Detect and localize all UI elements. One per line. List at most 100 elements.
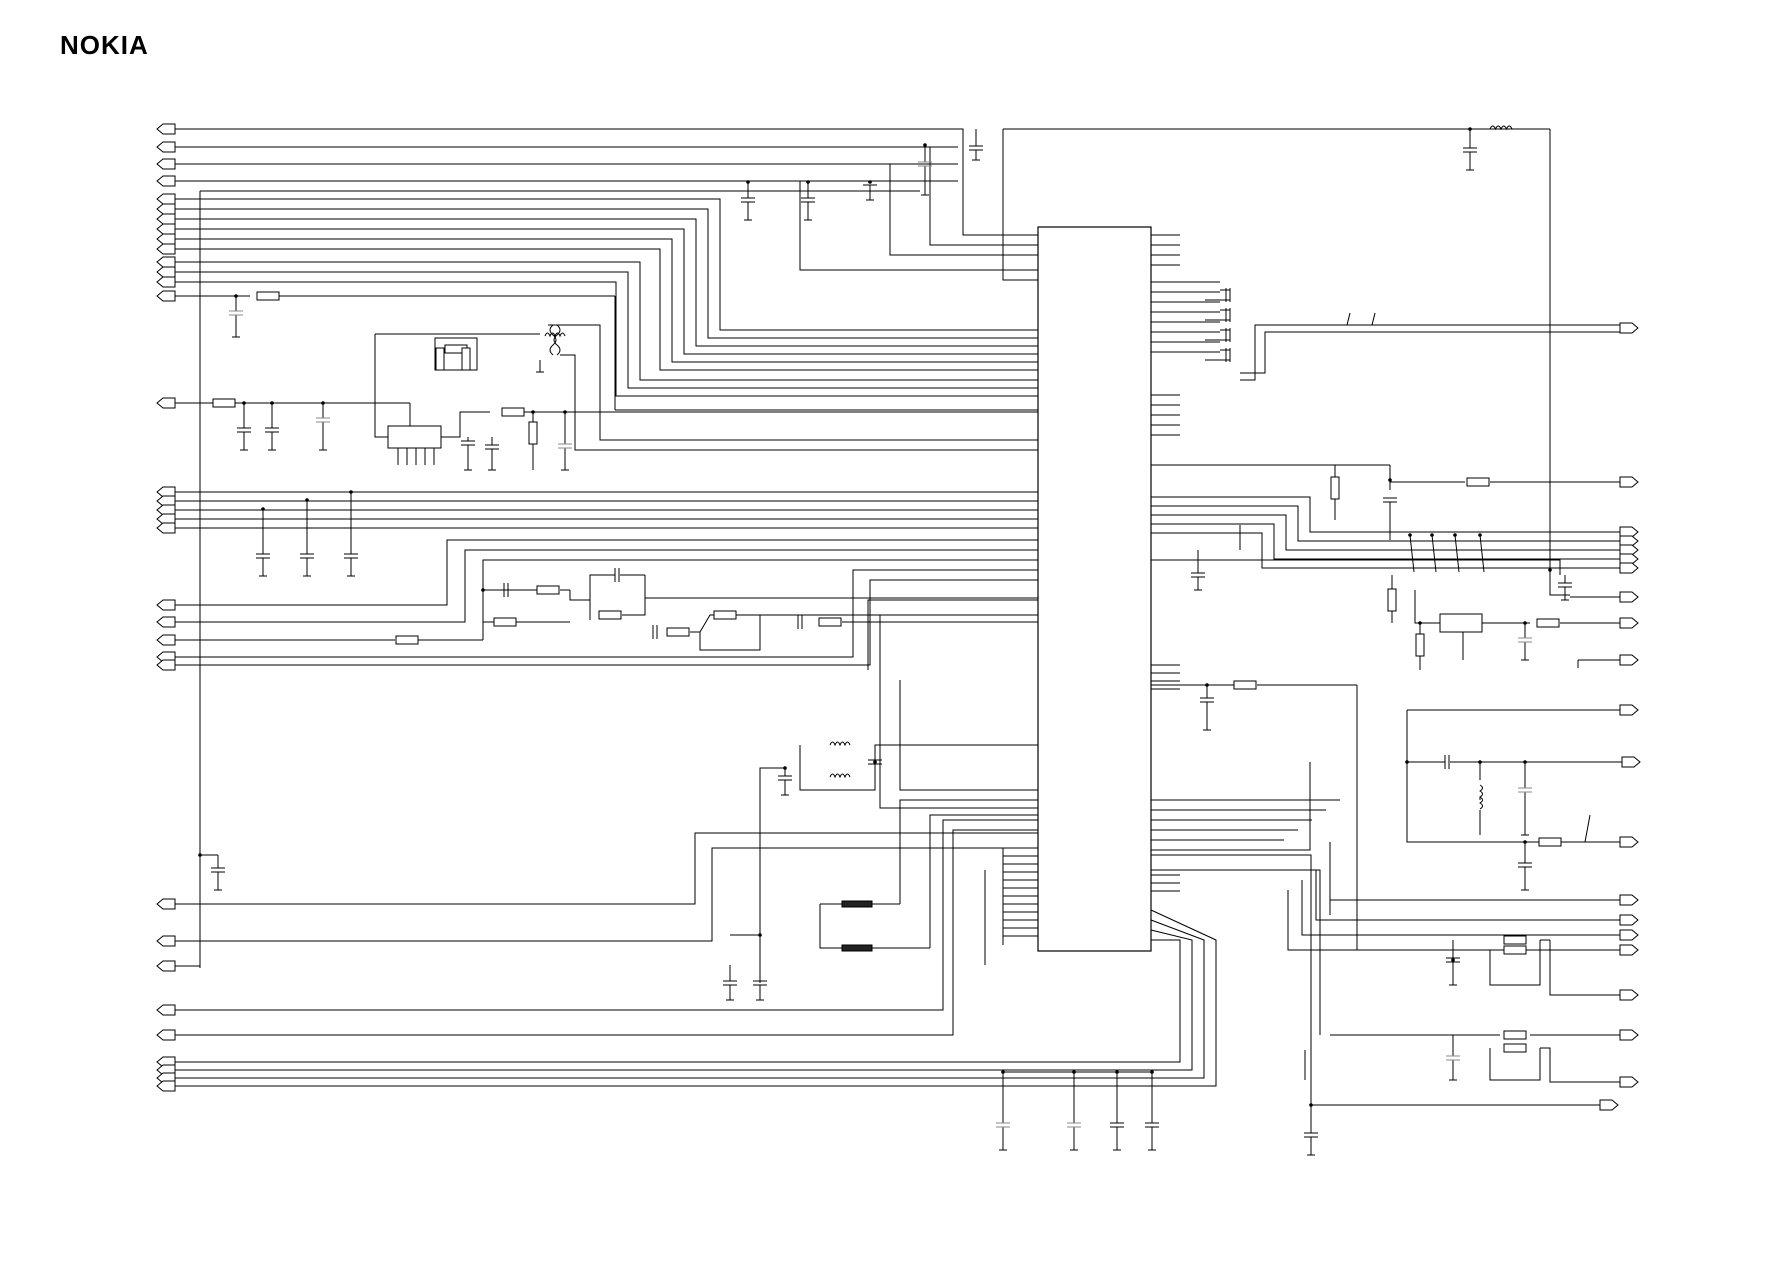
wire [1549, 129, 1570, 596]
resistor [212, 398, 236, 408]
resistor [1466, 477, 1490, 487]
wire [1240, 331, 1620, 374]
wire [175, 939, 1181, 1063]
port-connector [156, 123, 176, 135]
wire [175, 281, 1038, 397]
junction [1205, 683, 1209, 687]
wire [899, 680, 1038, 791]
resistor [1387, 588, 1397, 612]
wire [879, 615, 1038, 809]
resistor [1503, 1030, 1527, 1040]
nokia-logo: NOKIA [60, 30, 149, 60]
wire [1151, 559, 1561, 575]
port-connector [1619, 322, 1639, 334]
wire [622, 575, 646, 616]
port-connector [156, 616, 176, 628]
wires [175, 128, 1622, 1155]
junction [806, 180, 810, 184]
wire [175, 248, 1038, 371]
wire [175, 208, 1038, 339]
wire [175, 929, 1193, 1071]
main-ic [1037, 226, 1152, 952]
switch [1479, 534, 1485, 573]
junction [481, 588, 485, 592]
port-connector [156, 486, 176, 498]
wire [1151, 496, 1620, 533]
port-connector [156, 243, 176, 255]
junction [758, 933, 762, 937]
port-connector [156, 1080, 176, 1092]
wire [1151, 854, 1312, 1105]
port-connector [1619, 553, 1639, 565]
wire [175, 919, 1205, 1079]
wire [867, 599, 1038, 670]
wire [1489, 1048, 1541, 1081]
port-connectors [156, 123, 1641, 1111]
junction [531, 410, 535, 414]
junction [868, 180, 872, 184]
port-connector [156, 495, 176, 507]
junction [270, 401, 274, 405]
port-connector [156, 266, 176, 278]
junction [349, 490, 353, 494]
resistor [1233, 680, 1257, 690]
junction [321, 401, 325, 405]
port-connector [156, 504, 176, 516]
port-connector [1619, 1029, 1639, 1041]
port-connector [156, 256, 176, 268]
port-connector [1619, 836, 1639, 848]
wire [1301, 880, 1620, 936]
wire [1151, 505, 1620, 542]
wire [899, 799, 1038, 904]
junction [563, 410, 567, 414]
wire [819, 904, 842, 949]
port-connector [156, 634, 176, 646]
junction [1430, 533, 1434, 537]
junction [1405, 760, 1409, 764]
wire [175, 539, 1038, 606]
wire [175, 128, 1038, 236]
resistor [501, 407, 525, 417]
port-connector [156, 599, 176, 611]
wire [175, 180, 1038, 271]
port-connector [1619, 591, 1639, 603]
resistor [1536, 618, 1560, 628]
junction [242, 401, 246, 405]
inductor [829, 741, 851, 747]
junction [1523, 621, 1527, 625]
junction [1523, 760, 1527, 764]
svg-text:NOKIA: NOKIA [60, 30, 149, 60]
inductor [1479, 784, 1483, 810]
wire [1151, 762, 1311, 851]
port-connector [1619, 944, 1639, 956]
wire [1540, 1047, 1620, 1083]
port-connector [1619, 704, 1639, 716]
wire [799, 744, 1038, 791]
wire [482, 559, 1038, 640]
junction [1001, 1070, 1005, 1074]
inductor [841, 900, 873, 908]
resistor [435, 347, 445, 371]
junction [1150, 1070, 1154, 1074]
resistor [395, 635, 419, 645]
wire [175, 163, 1038, 256]
resistor [493, 617, 517, 627]
antenna-tap [1371, 312, 1376, 326]
wire [175, 218, 1038, 347]
junction [1072, 1070, 1076, 1074]
port-connector [156, 193, 176, 205]
junction [1478, 760, 1482, 764]
port-connector [156, 960, 176, 972]
port-connector [156, 233, 176, 245]
wire [175, 228, 1038, 355]
port-connector [156, 659, 176, 671]
wire [1151, 869, 1321, 1035]
wire [1329, 860, 1620, 901]
antenna-tap [1346, 312, 1351, 326]
inductor [841, 944, 873, 952]
junction [1309, 1103, 1313, 1107]
junctions [198, 127, 1552, 1107]
junction [1418, 621, 1422, 625]
junction [746, 180, 750, 184]
resistor [818, 617, 842, 627]
